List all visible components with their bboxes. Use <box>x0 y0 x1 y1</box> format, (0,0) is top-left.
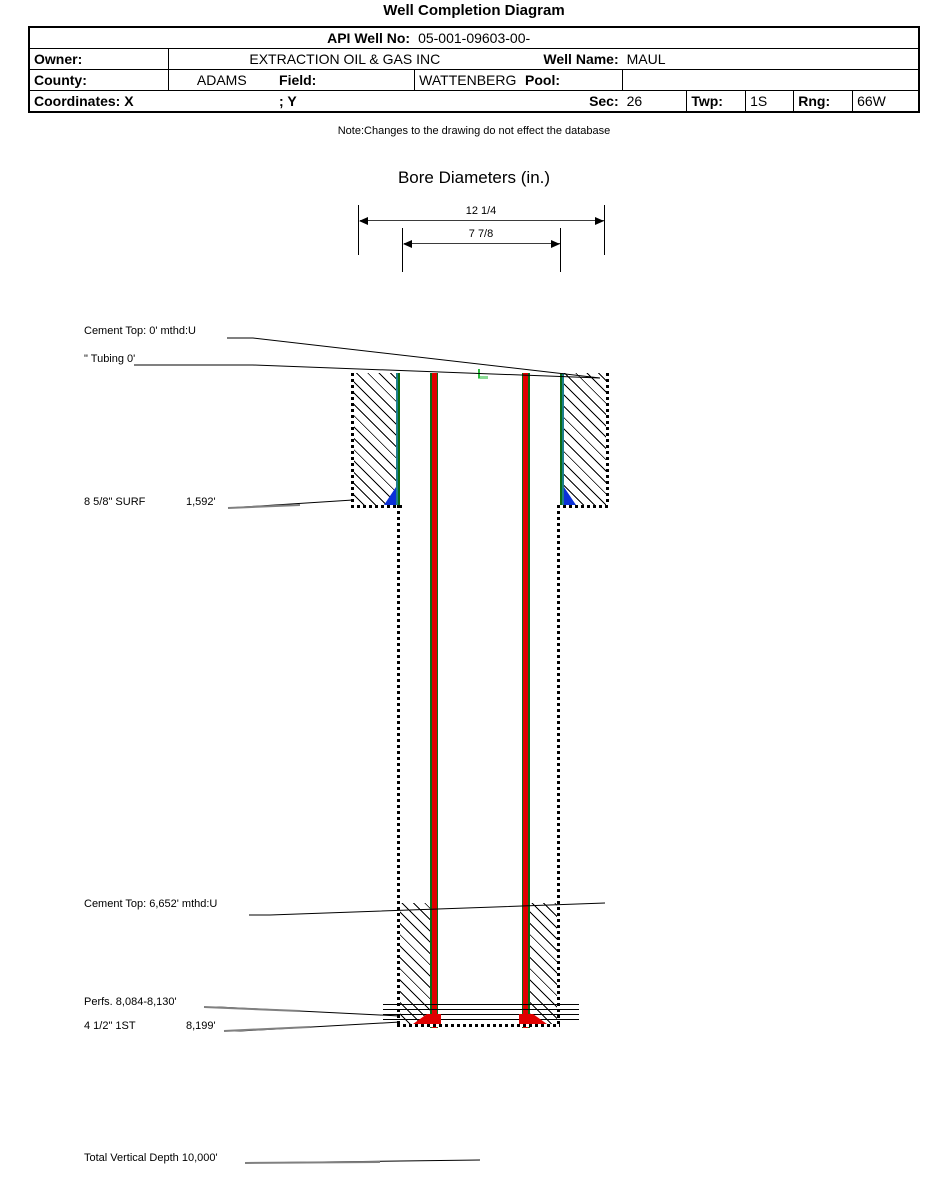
api-well-no-value: 05-001-09603-00- <box>414 26 920 49</box>
surface-cement-left <box>352 373 400 505</box>
bore-outer-arrow-right <box>595 217 604 225</box>
bore-outer-dimension-line <box>360 220 604 221</box>
surface-casing-wall-right <box>606 373 609 507</box>
twp-label: Twp: <box>686 90 747 113</box>
table-row: County: ADAMS Field: WATTENBERG Pool: <box>28 69 919 91</box>
production-cement-right <box>530 903 557 1026</box>
surface-casing-string-right <box>562 373 564 505</box>
surface-shoe-left <box>384 487 396 505</box>
county-value: ADAMS <box>167 69 276 91</box>
field-value: WATTENBERG <box>413 69 522 91</box>
coordinates-y-value <box>414 90 522 113</box>
surface-shoe-right <box>564 487 576 505</box>
production-shoe-right <box>519 1014 533 1024</box>
table-row: Coordinates: X ; Y Sec: 26 Twp: 1S Rng: … <box>28 90 920 113</box>
production-shoe-taper-right <box>533 1014 547 1024</box>
surface-cement-right <box>560 373 608 505</box>
sec-value: 26 <box>622 90 688 113</box>
bore-inner-tick-left <box>402 228 403 272</box>
bore-inner-dimension-line <box>404 243 560 244</box>
production-tubing-right <box>523 373 528 1028</box>
production-tubing-left <box>432 373 437 1028</box>
coordinates-x-label: Coordinates: X <box>28 90 169 113</box>
surface-casing-string-left <box>396 373 398 505</box>
perforation-line <box>383 1009 579 1010</box>
twp-value: 1S <box>745 90 795 113</box>
sec-label: Sec: <box>521 90 623 113</box>
page-title: Well Completion Diagram <box>383 2 565 19</box>
annotation-perfs: Perfs. 8,084-8,130' <box>84 996 177 1008</box>
bore-outer-diameter-label: 12 1/4 <box>465 205 497 217</box>
annotation-surface-casing-depth: 1,592' <box>186 496 216 508</box>
production-casing-wall-left <box>397 505 400 1026</box>
pool-label: Pool: <box>521 69 624 91</box>
perforation-line <box>383 1019 579 1020</box>
surface-casing-shoe-ledge-left <box>351 505 403 508</box>
bore-outer-arrow-left <box>359 217 368 225</box>
bore-inner-diameter-label: 7 7/8 <box>468 228 494 240</box>
annotation-surface-casing-size: 8 5/8" SURF <box>84 496 146 508</box>
production-shoe-taper-left <box>413 1014 427 1024</box>
annotation-production-casing-size: 4 1/2" 1ST <box>84 1020 136 1032</box>
owner-value: EXTRACTION OIL & GAS INC <box>167 48 522 70</box>
pool-value <box>622 69 919 91</box>
annotation-production-casing-depth: 8,199' <box>186 1020 216 1032</box>
well-header-table: API Well No: 05-001-09603-00- Owner: EXT… <box>28 26 920 113</box>
coordinates-y-label: ; Y <box>275 90 415 113</box>
production-shoe-left <box>427 1014 441 1024</box>
bore-diameters-title: Bore Diameters (in.) <box>397 168 551 187</box>
perforation-line <box>383 1004 579 1005</box>
production-cement-left <box>400 903 430 1026</box>
annotation-tubing: " Tubing 0' <box>84 353 136 365</box>
tubing-hanger-marker-horizontal <box>478 376 488 379</box>
annotation-cement-top-surface: Cement Top: 0' mthd:U <box>84 325 196 337</box>
annotation-total-vertical-depth: Total Vertical Depth 10,000' <box>84 1152 218 1164</box>
bore-inner-arrow-right <box>551 240 560 248</box>
annotation-cement-top-production: Cement Top: 6,652' mthd:U <box>84 898 218 910</box>
surface-casing-shoe-ledge-right <box>557 505 609 508</box>
bore-outer-tick-right <box>604 205 605 255</box>
bore-outer-tick-left <box>358 205 359 255</box>
bore-inner-tick-right <box>560 228 561 272</box>
surface-casing-wall-left <box>351 373 354 507</box>
table-row: API Well No: 05-001-09603-00- <box>28 26 920 49</box>
surface-casing-string-left-outer <box>398 373 400 505</box>
surface-casing-string-right-outer <box>560 373 562 505</box>
rng-label: Rng: <box>793 90 854 113</box>
drawing-note: Note:Changes to the drawing do not effec… <box>337 125 611 137</box>
production-casing-wall-right <box>557 505 560 1026</box>
production-casing-bottom <box>397 1024 560 1027</box>
bore-inner-arrow-left <box>403 240 412 248</box>
field-label: Field: <box>275 69 415 91</box>
perforation-line <box>383 1014 579 1015</box>
coordinates-x-value <box>168 90 276 113</box>
county-label: County: <box>28 69 169 91</box>
rng-value: 66W <box>852 90 920 113</box>
